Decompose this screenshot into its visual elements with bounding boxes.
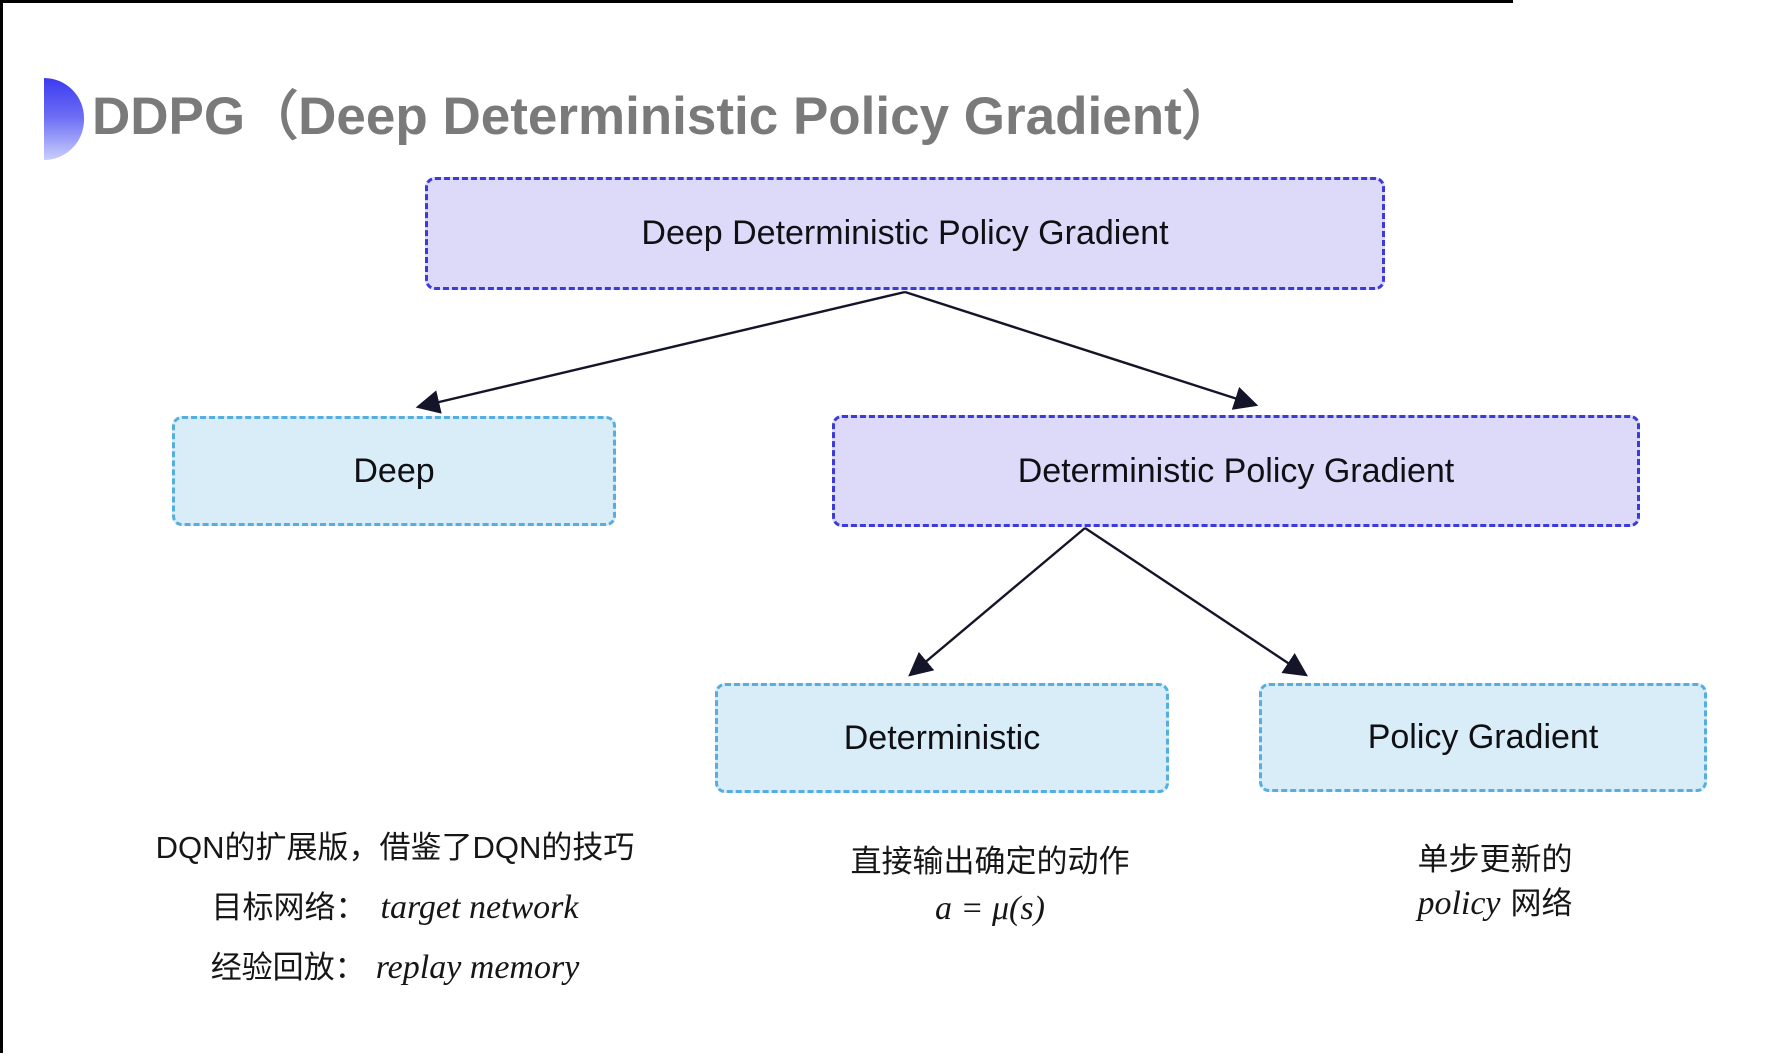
left-edge-line bbox=[0, 0, 3, 1053]
replay-memory-value: replay memory bbox=[375, 949, 580, 986]
arrow-root-to-dpg bbox=[904, 290, 1259, 410]
note-deep-line3: 经验回放： replay memory bbox=[128, 938, 662, 998]
tree-node-root: Deep Deterministic Policy Gradient bbox=[425, 177, 1385, 290]
note-policy-gradient-line2: policy 网络 bbox=[1330, 882, 1660, 926]
page-title: DDPG（Deep Deterministic Policy Gradient） bbox=[92, 87, 1235, 146]
note-deep: DQN的扩展版，借鉴了DQN的技巧 目标网络： target network 经验… bbox=[128, 818, 662, 998]
note-policy-gradient: 单步更新的 policy 网络 bbox=[1330, 838, 1660, 926]
target-network-label: 目标网络： bbox=[211, 890, 367, 925]
tree-node-policy-gradient: Policy Gradient bbox=[1259, 683, 1707, 792]
arrow-dpg-to-policy-gradient bbox=[1084, 527, 1308, 677]
top-edge-line bbox=[0, 0, 1513, 3]
note-policy-gradient-line1: 单步更新的 bbox=[1417, 842, 1573, 877]
arrow-root-to-deep bbox=[415, 290, 906, 414]
replay-memory-label: 经验回放： bbox=[210, 950, 366, 985]
note-deterministic-line1: 直接输出确定的动作 bbox=[850, 844, 1130, 879]
title-bullet-icon bbox=[44, 78, 84, 160]
tree-node-deep-label: Deep bbox=[353, 451, 435, 490]
tree-node-policy-gradient-label: Policy Gradient bbox=[1367, 718, 1599, 756]
target-network-value: target network bbox=[380, 889, 579, 926]
policy-word: policy bbox=[1417, 885, 1501, 922]
note-deep-line2: 目标网络： target network bbox=[128, 878, 662, 938]
tree-node-deterministic-policy-gradient: Deterministic Policy Gradient bbox=[832, 415, 1640, 527]
tree-node-deep: Deep bbox=[172, 416, 616, 526]
tree-node-deterministic: Deterministic bbox=[715, 683, 1169, 793]
note-deep-line1: DQN的扩展版，借鉴了DQN的技巧 bbox=[155, 830, 635, 865]
note-deterministic: 直接输出确定的动作 a = μ(s) bbox=[790, 838, 1190, 932]
tree-node-dpg-label: Deterministic Policy Gradient bbox=[1017, 451, 1455, 490]
arrow-dpg-to-deterministic bbox=[908, 527, 1086, 677]
tree-node-root-label: Deep Deterministic Policy Gradient bbox=[641, 214, 1169, 252]
network-word: 网络 bbox=[1510, 886, 1573, 921]
tree-node-deterministic-label: Deterministic bbox=[843, 718, 1041, 757]
deterministic-formula: a = μ(s) bbox=[935, 890, 1045, 927]
